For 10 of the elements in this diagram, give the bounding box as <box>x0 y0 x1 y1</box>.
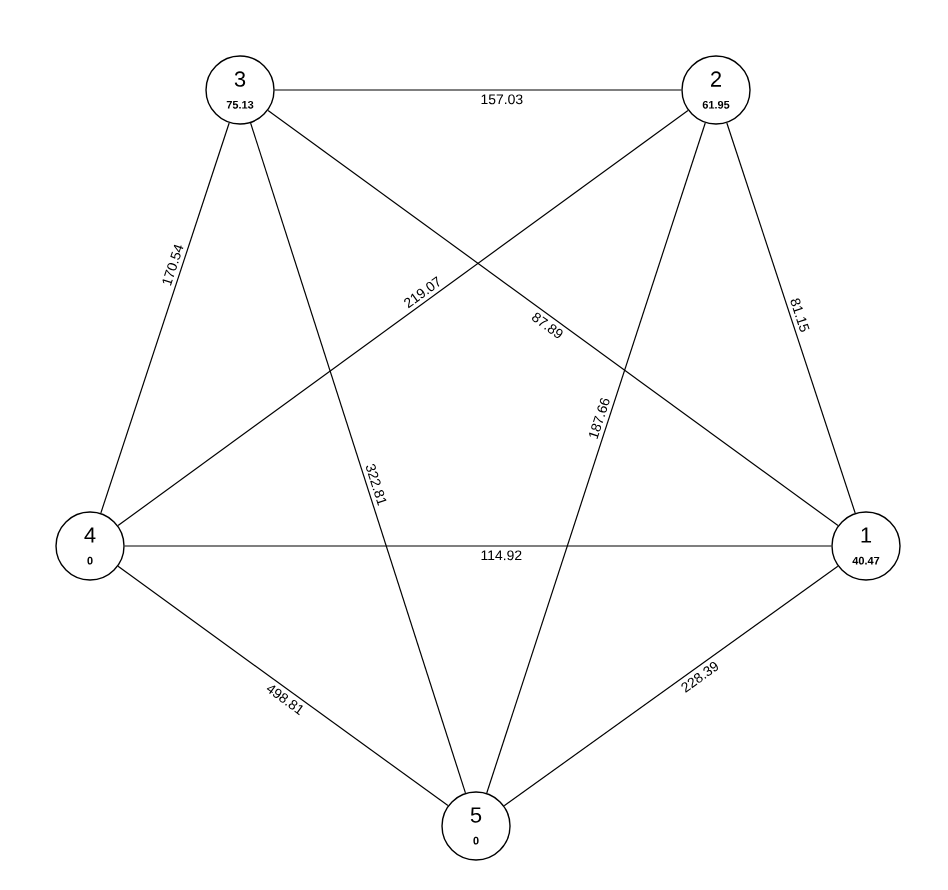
edge-line <box>117 109 689 527</box>
edge-line <box>503 565 839 807</box>
edge-line <box>726 122 856 514</box>
edge-line <box>124 545 832 547</box>
edge-line <box>100 122 230 514</box>
edge-line <box>250 122 467 794</box>
edge-line <box>274 89 682 91</box>
edge-line <box>267 109 839 527</box>
edge-line <box>117 565 449 807</box>
edge-line <box>486 122 706 794</box>
